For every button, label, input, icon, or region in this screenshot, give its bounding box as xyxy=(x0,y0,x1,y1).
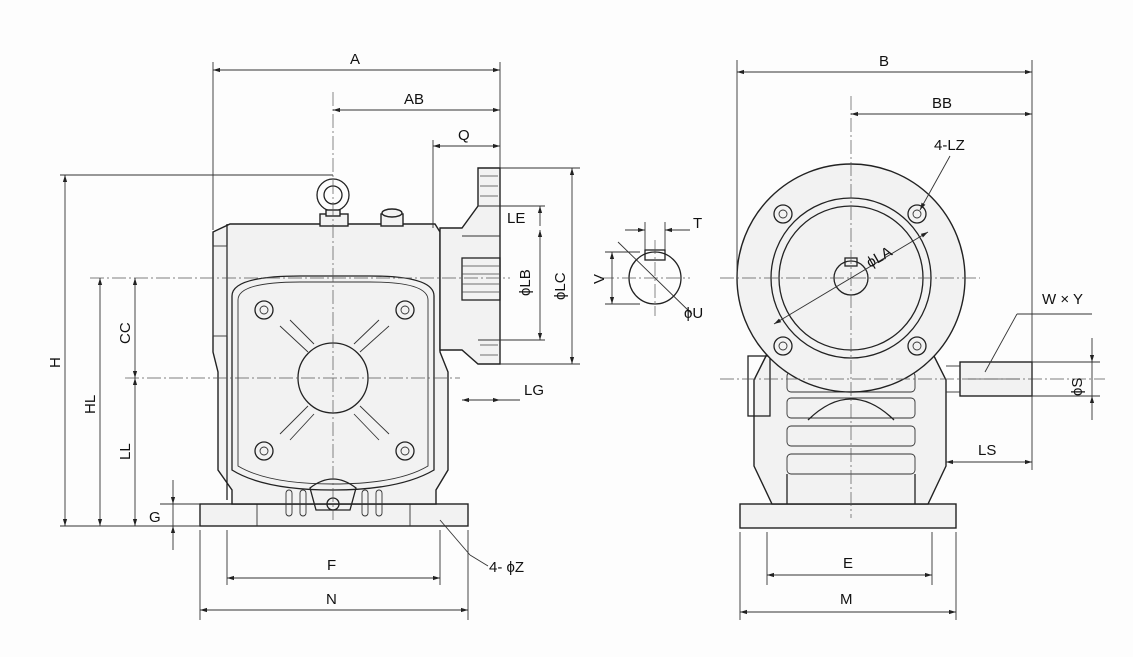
cover-plate xyxy=(231,275,435,491)
end-base xyxy=(739,503,957,529)
gearbox-housing xyxy=(212,223,449,505)
label-a: A xyxy=(350,51,360,68)
label-ab: AB xyxy=(404,91,424,108)
label-q: Q xyxy=(458,127,470,144)
label-le: LE xyxy=(507,210,525,227)
label-z: 4- ϕZ xyxy=(489,559,524,576)
label-lz: 4-LZ xyxy=(934,137,965,154)
end-view xyxy=(720,60,1105,620)
side-view xyxy=(60,62,580,620)
label-lb: ϕLB xyxy=(517,269,534,296)
keyway-detail xyxy=(600,222,693,316)
label-f: F xyxy=(327,557,336,574)
label-ls: LS xyxy=(978,442,996,459)
label-u: ϕU xyxy=(684,305,703,322)
label-lg: LG xyxy=(524,382,544,399)
label-bb: BB xyxy=(932,95,952,112)
label-ll: LL xyxy=(117,443,134,460)
label-lc: ϕLC xyxy=(552,272,569,300)
label-wy: W × Y xyxy=(1042,291,1083,308)
cover-bolts xyxy=(254,300,415,461)
label-m: M xyxy=(840,591,853,608)
label-hl: HL xyxy=(82,395,99,414)
label-n: N xyxy=(326,591,337,608)
label-b: B xyxy=(879,53,889,70)
label-g: G xyxy=(149,509,161,526)
label-t: T xyxy=(693,215,702,232)
dimension-labels: A AB Q LE ϕLB ϕLC LG H HL CC LL G F N 4-… xyxy=(47,51,1086,608)
label-s: ϕS xyxy=(1069,378,1086,396)
flange-bolts xyxy=(773,204,927,356)
label-h: H xyxy=(47,357,64,368)
base-plate xyxy=(199,503,469,527)
label-cc: CC xyxy=(117,322,134,344)
label-e: E xyxy=(843,555,853,572)
label-v: V xyxy=(591,274,608,284)
